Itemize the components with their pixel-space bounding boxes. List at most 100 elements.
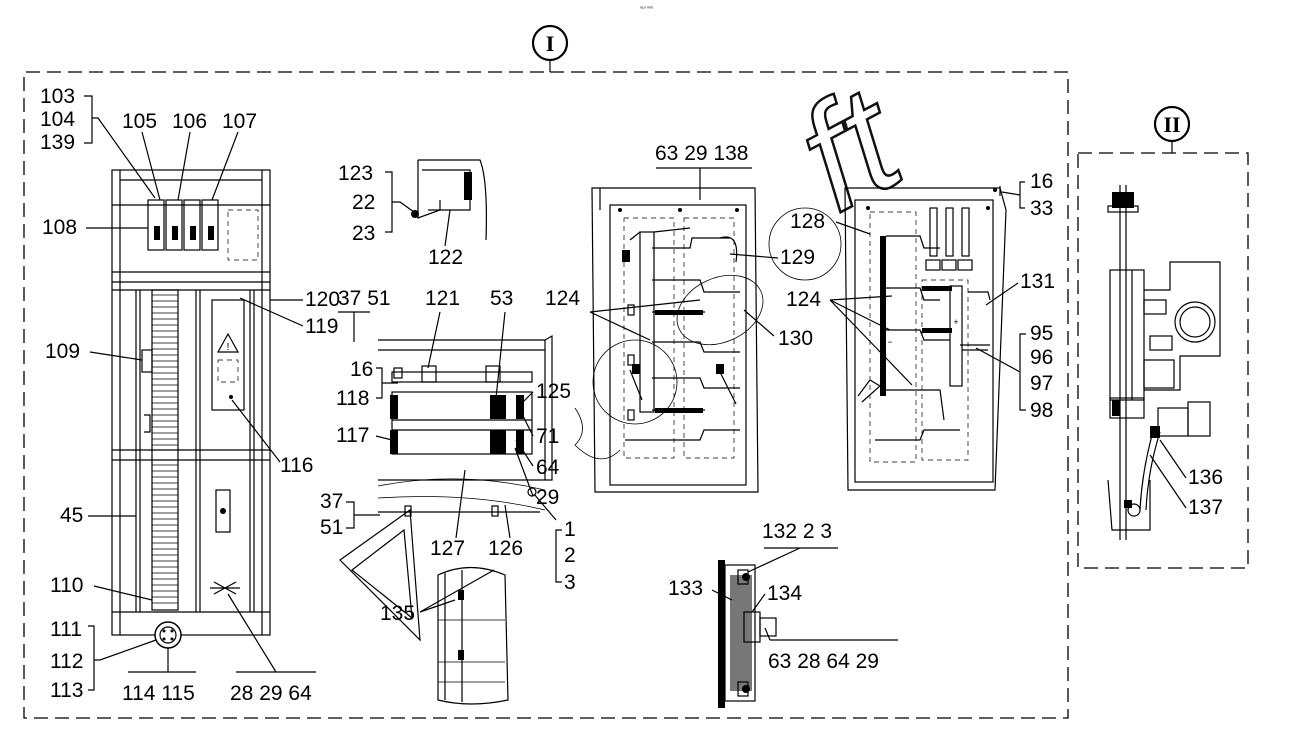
label-116: 116	[280, 454, 313, 477]
leader-1-3	[533, 493, 562, 583]
label-112: 112	[50, 650, 83, 673]
leader-121	[427, 311, 441, 369]
label-117: 117	[336, 424, 369, 447]
view-2-marker: II	[1153, 105, 1191, 143]
label-124-right: 124	[786, 288, 821, 311]
label-71: 71	[536, 425, 559, 448]
leader-16-33	[1001, 181, 1025, 209]
leader-129	[729, 253, 779, 259]
leader-130	[743, 309, 775, 337]
view-1-numeral: I	[546, 31, 555, 56]
label-1: 1	[564, 518, 576, 541]
label-134: 134	[767, 582, 802, 605]
view-2-numeral: II	[1163, 112, 1180, 137]
label-119: 119	[305, 315, 338, 338]
label-95: 95	[1030, 322, 1053, 345]
leader-109	[89, 351, 143, 361]
label-37-51-top: 37 51	[338, 287, 391, 310]
label-28-29-64-left: 28 29 64	[230, 682, 312, 705]
leader-124-left	[589, 299, 701, 341]
label-122: 122	[428, 246, 463, 269]
label-23: 23	[352, 222, 375, 245]
leader-132-2-3	[747, 547, 838, 573]
label-114-115: 114 115	[122, 682, 195, 705]
busbar-panel-rear: + −	[844, 186, 1007, 491]
label-118: 118	[336, 387, 369, 410]
header-note: ⁰¹⁰ ⁰⁰⁰	[640, 6, 653, 12]
label-129: 129	[780, 246, 815, 269]
label-133: 133	[668, 577, 703, 600]
view-1-boundary	[23, 71, 1069, 719]
detail-circle-128	[768, 207, 842, 281]
leader-135	[419, 569, 495, 613]
label-107: 107	[222, 110, 257, 133]
leader-110	[93, 585, 153, 601]
label-3-center: 3	[564, 571, 576, 594]
leader-63-28-64-29	[764, 627, 898, 641]
leader-128	[835, 221, 871, 235]
label-29-center: 29	[536, 486, 559, 509]
label-135: 135	[380, 602, 415, 625]
svg-text:+: +	[953, 317, 958, 327]
label-16-right: 16	[1030, 170, 1053, 193]
label-111: 111	[50, 618, 82, 641]
label-123: 123	[338, 162, 373, 185]
leader-127-126	[455, 469, 511, 539]
label-97: 97	[1030, 372, 1053, 395]
leader-16-118	[376, 367, 398, 399]
label-33: 33	[1030, 197, 1053, 220]
leader-63-29-138	[656, 167, 752, 200]
leader-120-119	[239, 297, 304, 327]
label-113: 113	[50, 679, 83, 702]
leader-116	[231, 399, 281, 463]
label-2-center: 2	[564, 544, 576, 567]
leader-124-right	[829, 295, 913, 386]
label-37-lower: 37	[320, 490, 343, 513]
bracket-detail	[411, 159, 487, 241]
label-136: 136	[1188, 466, 1223, 489]
label-64-center: 64	[536, 456, 560, 479]
leader-125-29	[514, 391, 534, 497]
label-98: 98	[1030, 399, 1053, 422]
leader-117	[375, 435, 393, 441]
leader-133	[711, 589, 733, 601]
label-137: 137	[1188, 496, 1223, 519]
leader-131	[985, 282, 1019, 306]
label-131: 131	[1020, 270, 1055, 293]
fuse-module-detail	[339, 334, 553, 642]
leader-123-23	[385, 171, 415, 233]
label-127: 127	[430, 537, 465, 560]
leader-111-113	[88, 625, 157, 691]
label-63-29-138: 63 29 138	[655, 142, 748, 165]
view-2-boundary	[1077, 152, 1249, 569]
label-139: 139	[40, 131, 75, 154]
leader-134	[751, 593, 766, 613]
label-130: 130	[778, 327, 813, 350]
label-109: 109	[45, 340, 80, 363]
label-108: 108	[42, 216, 77, 239]
label-104: 104	[40, 108, 75, 131]
label-132-2-3: 132 2 3	[762, 520, 832, 543]
label-51-lower: 51	[320, 516, 343, 539]
leader-37-51-lower	[346, 501, 380, 529]
label-125: 125	[536, 380, 571, 403]
label-105: 105	[122, 110, 157, 133]
leader-103-139	[84, 95, 156, 199]
leader-28-29-64-left	[227, 593, 316, 673]
label-126: 126	[488, 537, 523, 560]
leader-95-98	[975, 333, 1026, 411]
label-128: 128	[790, 210, 825, 233]
label-45: 45	[60, 504, 83, 527]
view-1-marker: I	[531, 24, 569, 62]
label-106: 106	[172, 110, 207, 133]
svg-text:−: −	[887, 337, 892, 347]
leader-122	[444, 209, 451, 247]
cabinet-side-view: !	[111, 169, 271, 649]
label-53: 53	[490, 287, 513, 310]
busbar-panel-front	[574, 187, 764, 493]
leader-105-107	[141, 131, 239, 201]
label-110: 110	[50, 574, 83, 597]
label-120: 120	[305, 288, 340, 311]
leader-114-115	[128, 648, 196, 673]
